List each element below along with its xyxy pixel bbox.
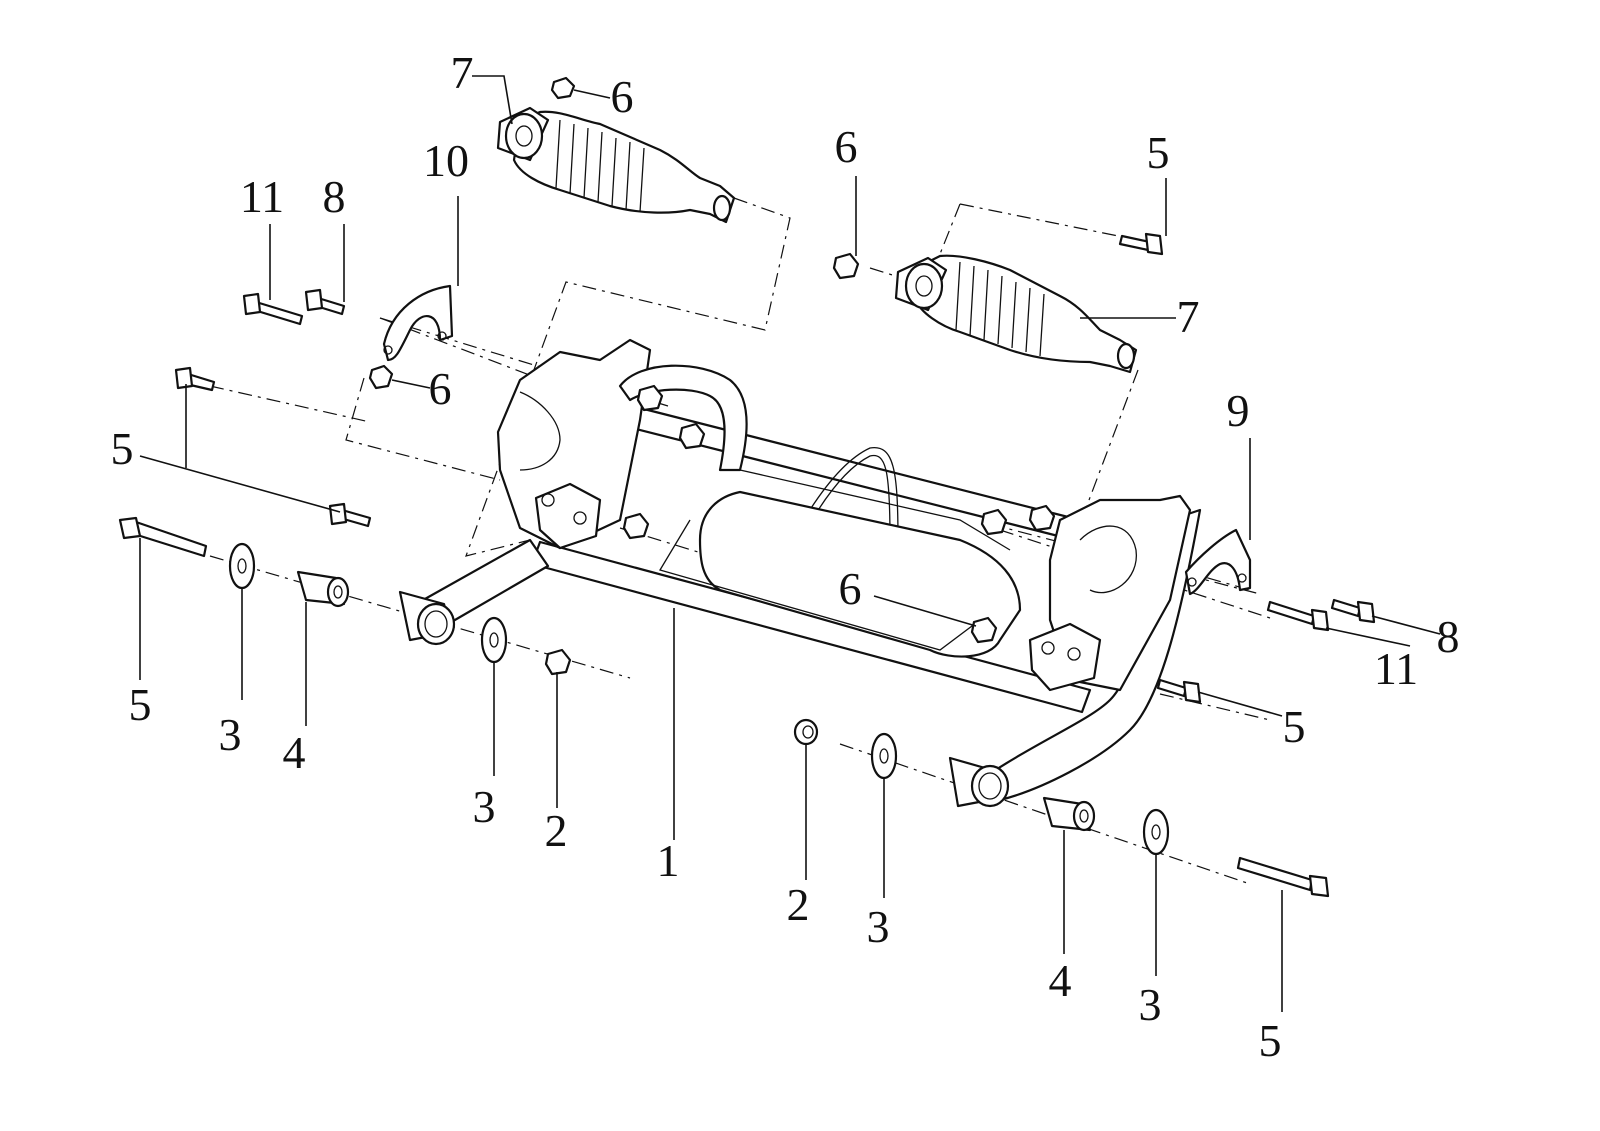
callout-label-11: 11 xyxy=(240,171,284,222)
callout-label-10: 10 xyxy=(423,135,469,186)
callout-label-3: 3 xyxy=(473,781,496,832)
callout-label-8: 8 xyxy=(1437,611,1460,662)
callout-label-5: 5 xyxy=(1259,1015,1282,1066)
callout-label-9: 9 xyxy=(1227,385,1250,436)
bolts xyxy=(118,232,1376,898)
callout-label-3: 3 xyxy=(219,709,242,760)
callout-label-6: 6 xyxy=(839,563,862,614)
leader-lines xyxy=(139,75,1441,1012)
washers xyxy=(228,542,1170,856)
callout-label-8: 8 xyxy=(323,171,346,222)
callout-label-5: 5 xyxy=(111,423,134,474)
nuts xyxy=(368,76,1056,746)
callout-label-6: 6 xyxy=(611,71,634,122)
callout-label-7: 7 xyxy=(1177,291,1200,342)
bracket-10 xyxy=(382,284,454,362)
callout-label-2: 2 xyxy=(545,805,568,856)
callout-label-5: 5 xyxy=(1147,127,1170,178)
callout-label-5: 5 xyxy=(129,679,152,730)
callout-label-7: 7 xyxy=(451,47,474,98)
callout-label-4: 4 xyxy=(283,727,306,778)
callout-label-6: 6 xyxy=(429,363,452,414)
callout-label-3: 3 xyxy=(1139,979,1162,1030)
callout-label-3: 3 xyxy=(867,901,890,952)
shock-absorber-lower-right xyxy=(894,254,1138,374)
callout-label-5: 5 xyxy=(1283,701,1306,752)
shock-absorber-upper-left xyxy=(496,106,736,224)
callout-label-2: 2 xyxy=(787,879,810,930)
bushings xyxy=(296,570,1096,832)
swing-arm-frame xyxy=(398,338,1202,808)
bracket-9 xyxy=(1184,528,1252,596)
callout-label-6: 6 xyxy=(835,121,858,172)
callout-label-1: 1 xyxy=(657,835,680,886)
callout-label-4: 4 xyxy=(1049,955,1072,1006)
callout-label-11: 11 xyxy=(1374,643,1418,694)
